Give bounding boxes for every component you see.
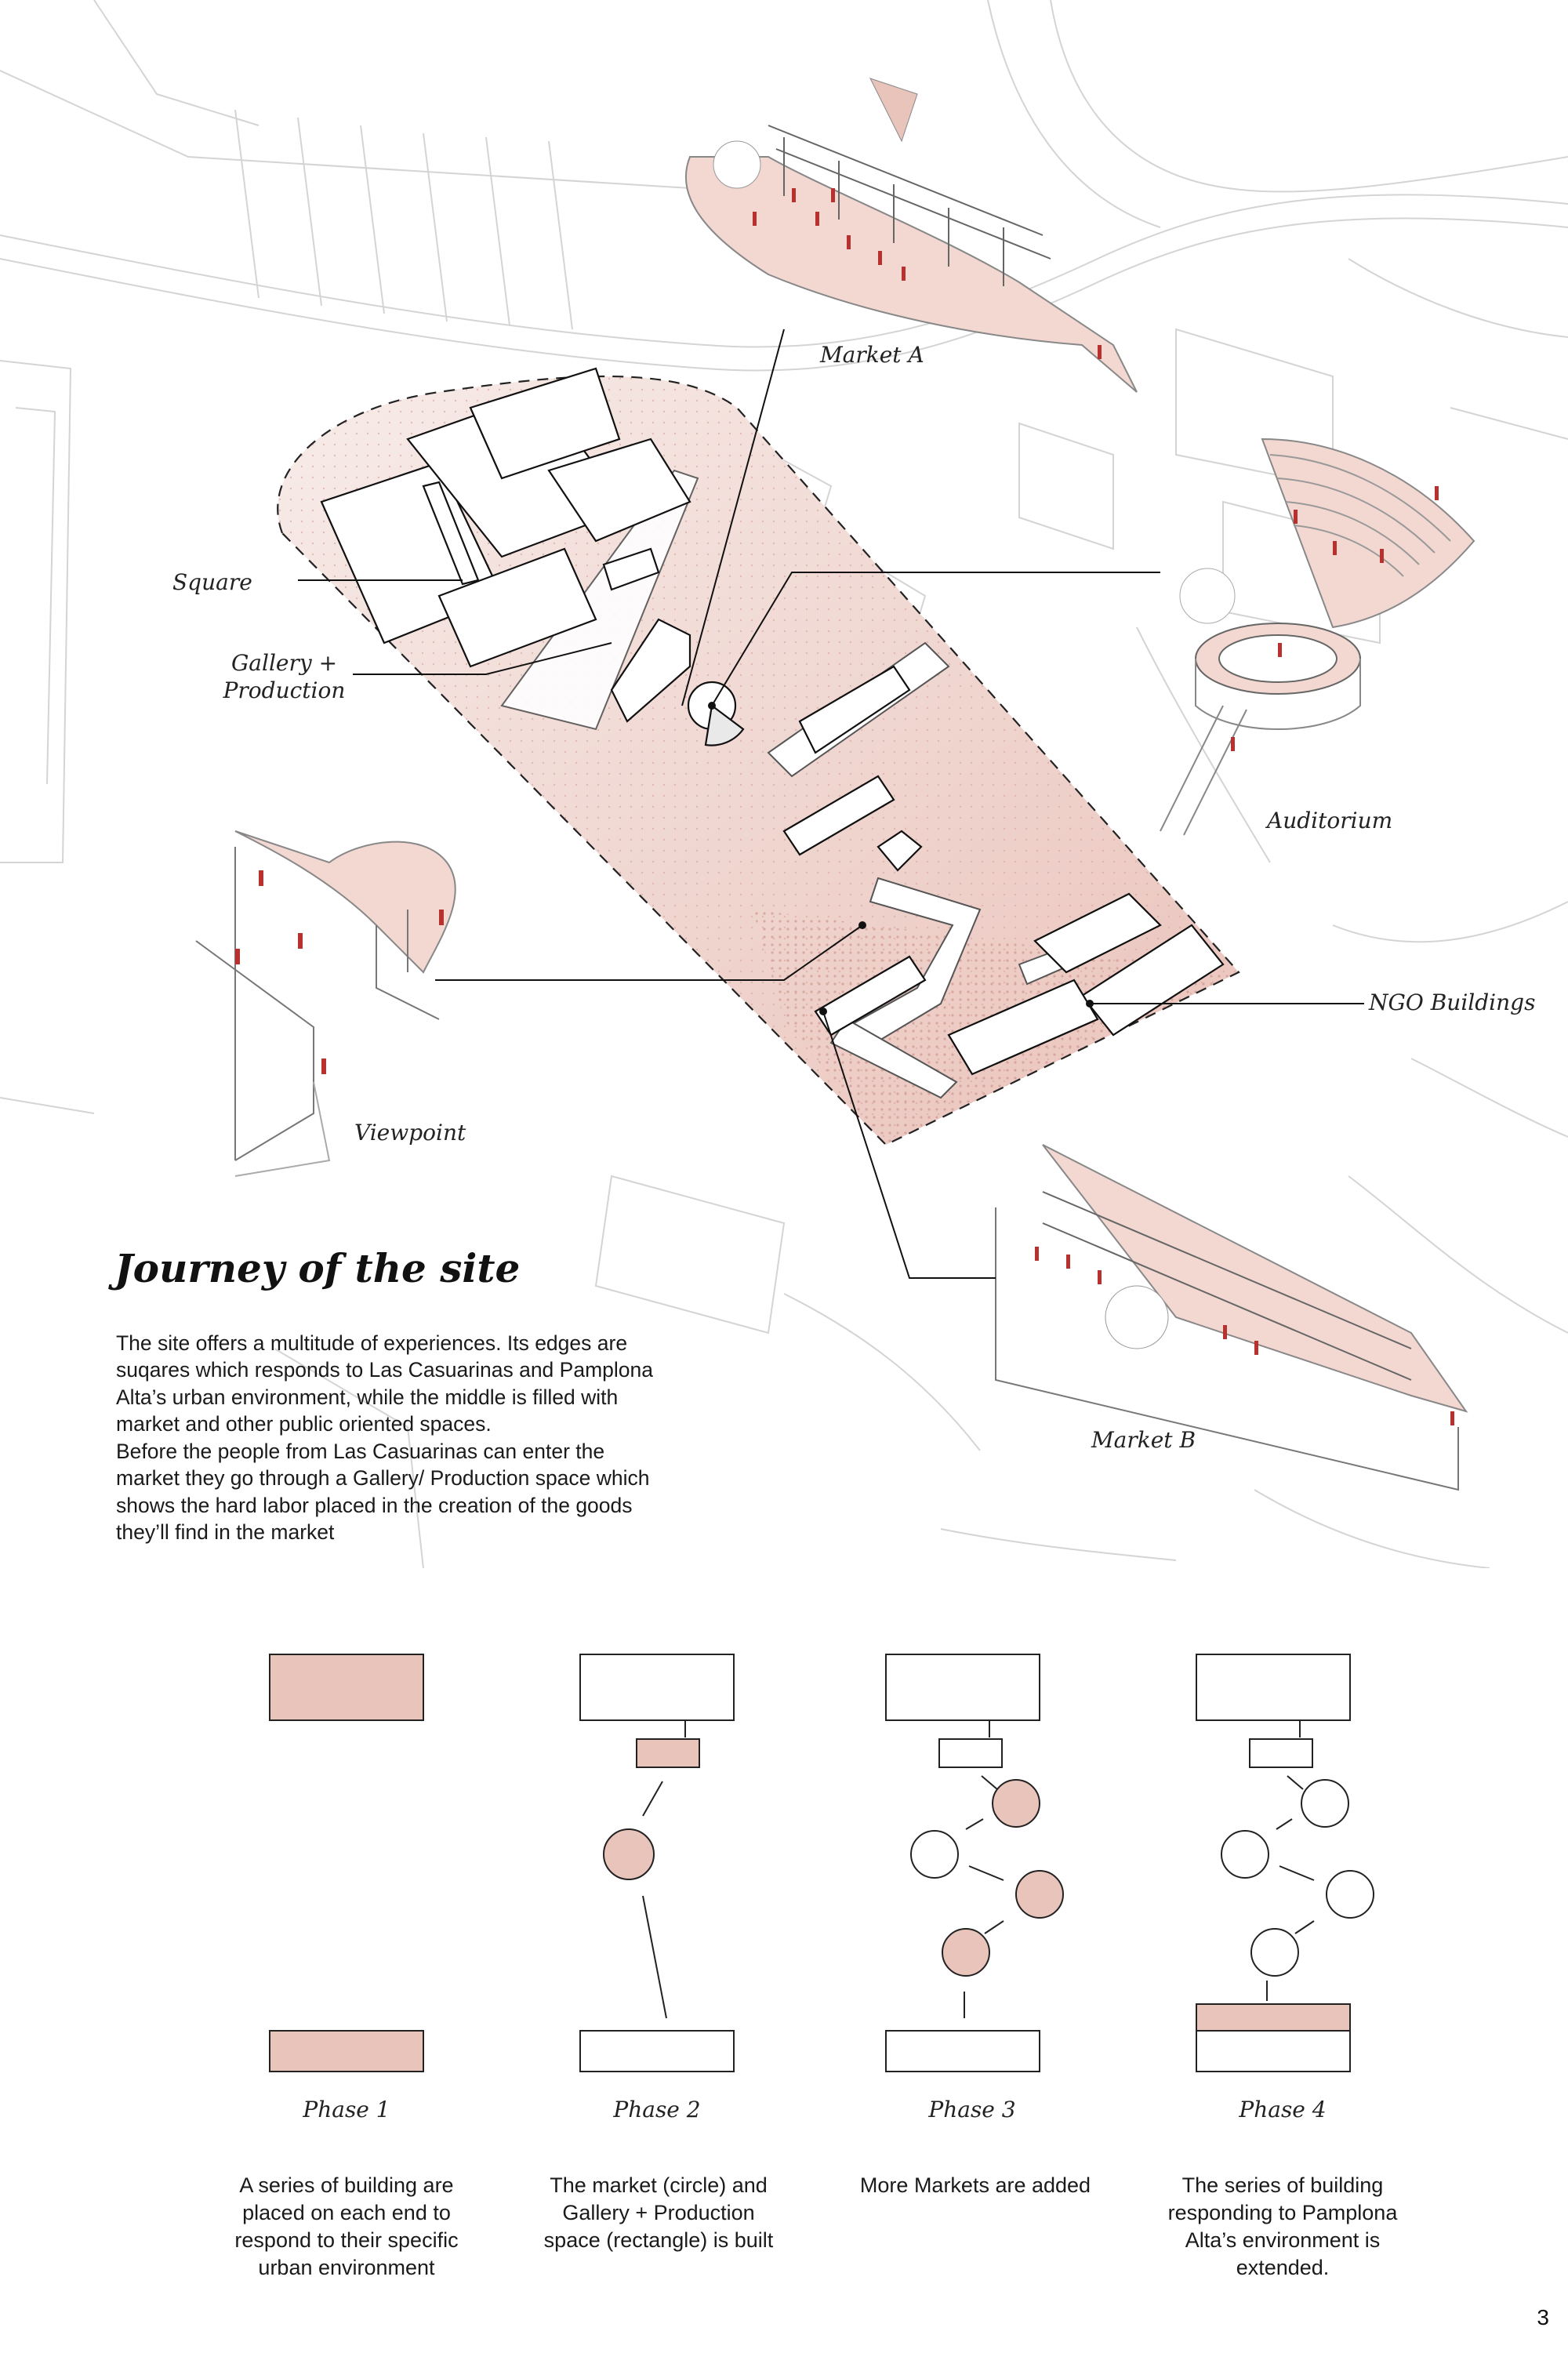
label-auditorium: Auditorium: [1267, 808, 1393, 833]
phase-4-desc-line: The series of building: [1181, 2173, 1384, 2197]
phase-3-label: Phase 3: [928, 2097, 1016, 2122]
journey-line: suqares which responds to Las Casuarinas…: [116, 1358, 653, 1382]
vignette-auditorium: [1160, 438, 1475, 836]
phase-1-desc-line: placed on each end to: [242, 2201, 451, 2225]
phase-2-top-building: [579, 1654, 735, 1721]
phase-3-gallery: [938, 1738, 1003, 1768]
phase-3-desc-line: More Markets are added: [859, 2173, 1091, 2197]
vignette-viewpoint: [195, 830, 456, 1177]
phase-4-desc-line: extended.: [1236, 2256, 1330, 2280]
phase-4-diagram: [1196, 1654, 1374, 2072]
journey-line: market and other public oriented spaces.: [116, 1412, 492, 1436]
phase-4-desc-line: responding to Pamplona: [1167, 2201, 1398, 2225]
phase-4-bottom-building: [1196, 2030, 1351, 2072]
phase-4-extension: [1196, 2003, 1351, 2032]
phase-2-description: The market (circle) and Gallery + Produc…: [517, 2172, 800, 2254]
phase-4-gallery: [1249, 1738, 1313, 1768]
phase-2-desc-line: Gallery + Production: [562, 2201, 755, 2225]
label-ngo-buildings: NGO Buildings: [1369, 989, 1536, 1015]
vignette-market-b: [995, 1144, 1468, 1491]
phase-2-diagram: [579, 1654, 735, 2072]
phase-4-description: The series of building responding to Pam…: [1142, 2172, 1424, 2282]
site-plan-drawing: [0, 0, 1568, 1568]
label-gallery-line2: Production: [223, 677, 346, 703]
site-buildings: [320, 367, 1225, 1076]
phase-4-market-3: [1326, 1870, 1374, 1919]
journey-line: shows the hard labor placed in the creat…: [116, 1493, 633, 1517]
phase-2-desc-line: space (rectangle) is built: [543, 2228, 774, 2253]
phase-4-market-4: [1250, 1928, 1299, 1977]
vignette-market-a: [685, 78, 1138, 393]
phase-3-market-3: [1015, 1870, 1064, 1919]
phase-2-gallery: [636, 1738, 700, 1768]
page-number: 3: [1537, 2305, 1549, 2329]
phase-1-bottom-building: [269, 2030, 424, 2072]
label-gallery-production: Gallery + Production: [212, 649, 357, 704]
phase-3-market-4: [942, 1928, 990, 1977]
phase-2-label: Phase 2: [613, 2097, 701, 2122]
journey-line: market they go through a Gallery/ Produc…: [116, 1466, 650, 1491]
phase-3-diagram: [885, 1654, 1064, 2072]
phase-3-market-2: [910, 1830, 959, 1879]
callout-leaders: [298, 329, 1364, 1279]
label-market-b: Market B: [1091, 1427, 1196, 1453]
phase-1-desc-line: urban environment: [258, 2256, 435, 2280]
journey-body: The site offers a multitude of experienc…: [116, 1330, 696, 1546]
callout-dots: [708, 702, 1094, 1015]
phase-4-top-building: [1196, 1654, 1351, 1721]
journey-title: Journey of the site: [114, 1245, 521, 1291]
phase-1-description: A series of building are placed on each …: [205, 2172, 488, 2282]
label-viewpoint: Viewpoint: [354, 1120, 466, 1146]
phase-2-market: [603, 1828, 655, 1880]
phase-1-diagram: [269, 1654, 424, 2072]
phase-2-bottom-building: [579, 2030, 735, 2072]
phase-3-bottom-building: [885, 2030, 1040, 2072]
label-square: Square: [172, 569, 252, 595]
journey-line: The site offers a multitude of experienc…: [116, 1331, 628, 1355]
phase-3-description: More Markets are added: [834, 2172, 1116, 2199]
phase-1-label: Phase 1: [303, 2097, 390, 2122]
phase-3-top-building: [885, 1654, 1040, 1721]
journey-line: they’ll find in the market: [116, 1520, 335, 1545]
label-gallery-line1: Gallery +: [230, 650, 338, 676]
phase-4-market-1: [1301, 1779, 1349, 1828]
phase-1-top-building: [269, 1654, 424, 1721]
phase-4-market-2: [1221, 1830, 1269, 1879]
label-market-a: Market A: [820, 342, 924, 368]
journey-line: Before the people from Las Casuarinas ca…: [116, 1439, 605, 1463]
phase-4-desc-line: Alta’s environment is: [1185, 2228, 1381, 2253]
phase-3-market-1: [992, 1779, 1040, 1828]
journey-line: Alta’s urban environment, while the midd…: [116, 1385, 619, 1409]
phase-1-desc-line: A series of building are: [239, 2173, 454, 2197]
phase-2-desc-line: The market (circle) and: [550, 2173, 768, 2197]
phase-4-label: Phase 4: [1239, 2097, 1327, 2122]
phase-1-desc-line: respond to their specific: [234, 2228, 459, 2253]
